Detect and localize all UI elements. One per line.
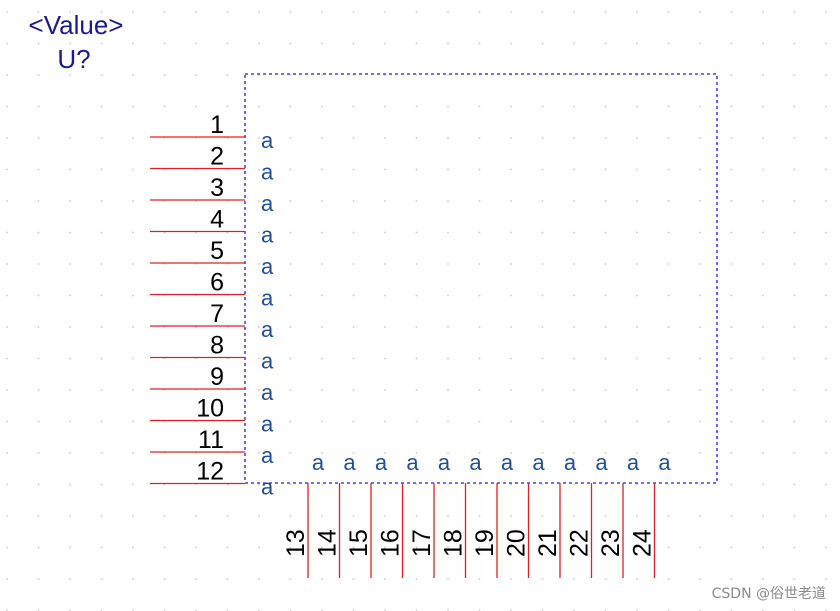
bottom-pin-name: a bbox=[343, 450, 356, 475]
left-pin-number: 10 bbox=[196, 395, 224, 423]
bottom-pin-name: a bbox=[658, 450, 671, 475]
bottom-pin-number: 20 bbox=[503, 529, 531, 557]
left-pin-name: a bbox=[261, 223, 274, 248]
left-pin-name: a bbox=[261, 286, 274, 311]
bottom-pin-number: 17 bbox=[408, 529, 436, 557]
left-pin-number: 1 bbox=[210, 111, 224, 139]
left-pin-number: 12 bbox=[196, 458, 224, 486]
bottom-pin-number: 22 bbox=[566, 529, 594, 557]
bottom-pin-name: a bbox=[406, 450, 419, 475]
left-pin-name: a bbox=[261, 412, 274, 437]
left-pin-number: 6 bbox=[210, 269, 224, 297]
bottom-pin-name: a bbox=[595, 450, 608, 475]
component-value-label: <Value> bbox=[29, 10, 124, 40]
bottom-pin-name: a bbox=[469, 450, 482, 475]
left-pin-name: a bbox=[261, 443, 274, 468]
left-pin-number: 11 bbox=[198, 426, 224, 454]
bottom-pin-number: 18 bbox=[440, 529, 468, 557]
bottom-pin-number: 19 bbox=[471, 529, 499, 557]
bottom-pin-name: a bbox=[375, 450, 388, 475]
bottom-pin-name: a bbox=[501, 450, 514, 475]
left-pin-name: a bbox=[261, 317, 274, 342]
bottom-pin-name: a bbox=[564, 450, 577, 475]
left-pin-name: a bbox=[261, 349, 274, 374]
bottom-pin-name: a bbox=[627, 450, 640, 475]
bottom-pin-name: a bbox=[438, 450, 451, 475]
left-pin-name: a bbox=[261, 254, 274, 279]
left-pin-number: 9 bbox=[210, 363, 224, 391]
component-ref-label: U? bbox=[57, 44, 90, 74]
left-pin-name: a bbox=[261, 160, 274, 185]
left-pin-number: 7 bbox=[210, 300, 224, 328]
left-pin-number: 4 bbox=[210, 206, 224, 234]
left-pin-name: a bbox=[261, 380, 274, 405]
grid-dots bbox=[6, 11, 827, 611]
bottom-pin-number: 24 bbox=[629, 529, 657, 557]
left-pin-number: 5 bbox=[210, 237, 224, 265]
left-pin-name: a bbox=[261, 128, 274, 153]
bottom-pin-number: 21 bbox=[534, 529, 562, 557]
bottom-pin-name: a bbox=[532, 450, 545, 475]
bottom-pin-number: 23 bbox=[597, 529, 625, 557]
component-body-outline bbox=[244, 73, 718, 484]
bottom-pin-number: 14 bbox=[314, 529, 342, 557]
bottom-pin-number: 13 bbox=[282, 529, 310, 557]
left-pin-number: 3 bbox=[210, 174, 224, 202]
watermark: CSDN @俗世老道 bbox=[711, 586, 826, 602]
bottom-pin-name: a bbox=[312, 450, 325, 475]
left-pin-number: 2 bbox=[210, 143, 224, 171]
left-pin-name: a bbox=[261, 191, 274, 216]
bottom-pin-number: 16 bbox=[377, 529, 405, 557]
bottom-pin-number: 15 bbox=[345, 529, 373, 557]
left-pin-name: a bbox=[261, 475, 274, 500]
left-pin-number: 8 bbox=[210, 332, 224, 360]
